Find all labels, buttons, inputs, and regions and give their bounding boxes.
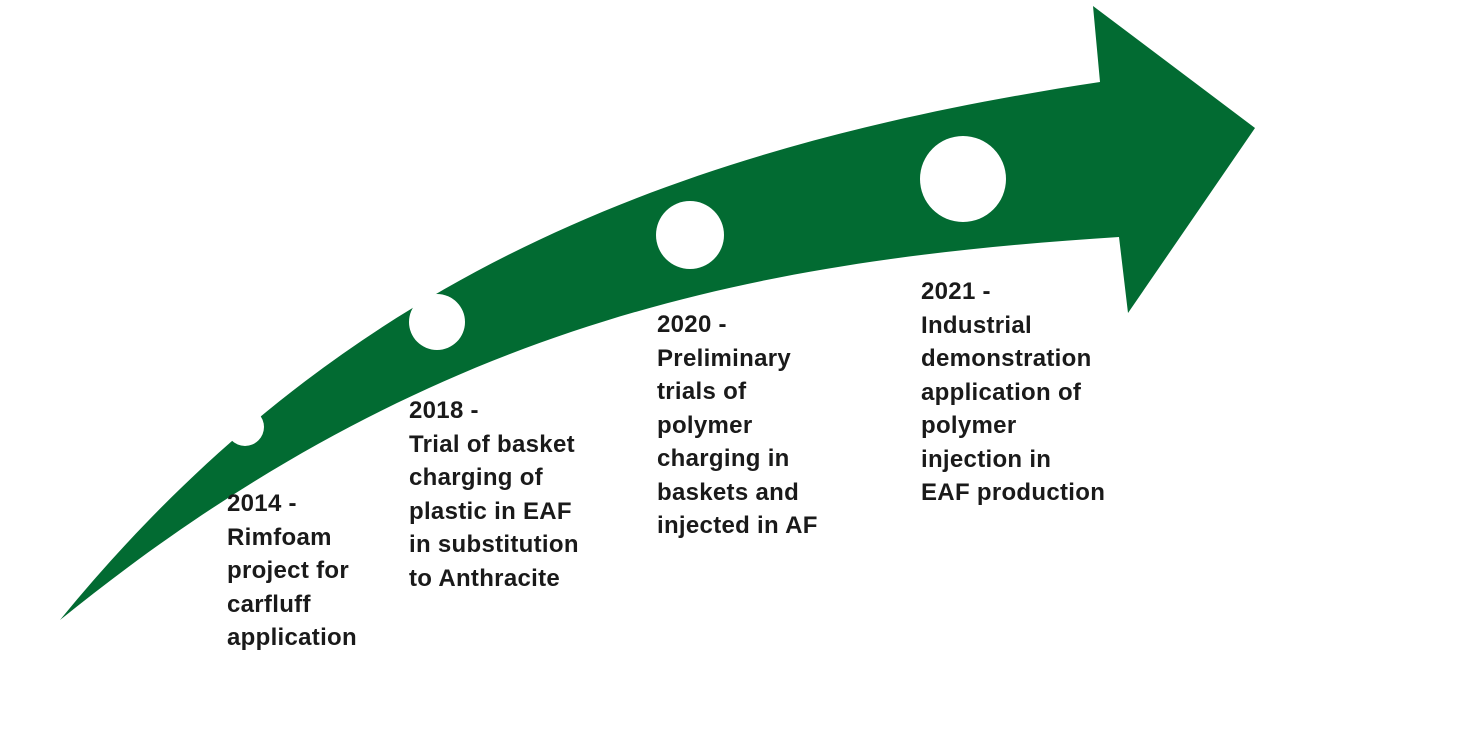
milestone-2018-line: to Anthracite [409,564,561,592]
milestone-2020-line: trials of [657,378,747,405]
milestone-2021-line: 2021 - [921,278,991,305]
milestone-marker-2014 [226,408,264,446]
milestone-2014-line: project for [227,557,349,584]
milestone-2018-line: 2018 - [409,397,479,424]
milestone-2018-line: charging of [409,464,543,491]
milestone-2021-text: 2021 - Industrial demonstration applicat… [921,275,1105,510]
milestone-2020-line: 2020 - [657,311,727,338]
milestone-2018-text: 2018 - Trial of basket charging of plast… [409,394,579,595]
milestone-2021-line: application of [921,378,1082,406]
milestone-2014-text: 2014 - Rimfoam project for carfluff appl… [227,487,357,655]
milestone-2021-line: EAF production [921,479,1106,506]
milestone-2020-line: Preliminary [657,344,792,372]
milestone-2021-line: demonstration [921,345,1092,372]
milestone-2018-line: in substitution [409,531,579,558]
milestone-2014-line: 2014 - [227,490,297,517]
milestone-2021-line: injection in [921,445,1052,473]
milestone-2014-line: Rimfoam [227,523,332,551]
milestone-marker-2018 [409,294,465,350]
milestone-2020-text: 2020 - Preliminary trials of polymer cha… [657,308,818,543]
milestone-2021-line: polymer [921,412,1017,439]
milestone-2018-line: Trial of basket [409,430,575,458]
milestone-2021-line: Industrial [921,311,1033,339]
milestone-2020-line: injected in AF [657,512,818,539]
milestone-2018-line: plastic in EAF [409,497,572,525]
milestone-2020-line: baskets and [657,478,800,506]
milestone-2014-line: carfluff [227,590,311,618]
milestone-marker-2020 [656,201,724,269]
milestone-2020-line: polymer [657,411,753,439]
milestone-2014-line: application [227,624,357,651]
milestone-2020-line: charging in [657,445,790,472]
milestone-marker-2021 [920,136,1006,222]
